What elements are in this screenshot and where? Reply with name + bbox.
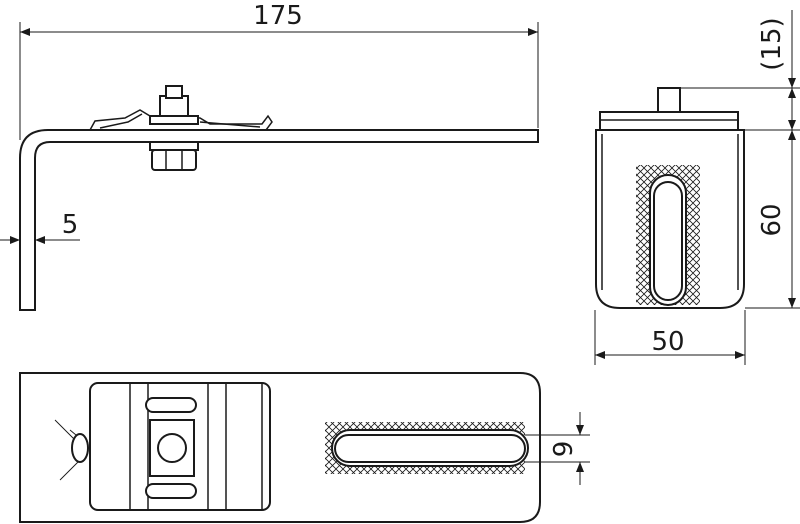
clip-spring [89, 109, 273, 131]
slot [653, 181, 683, 301]
dimension-thickness-label: 5 [62, 210, 79, 240]
dimension-stud-label: (15) [757, 17, 787, 70]
bracket-profile [19, 129, 539, 311]
stud [657, 87, 681, 113]
dimension-width-label: 50 [651, 327, 684, 357]
dimension-height-label: 60 [757, 203, 787, 236]
slot [334, 434, 526, 463]
side-view: 175 5 [0, 1, 539, 311]
bolt [157, 433, 187, 463]
nut [151, 149, 197, 171]
lower-washer [149, 141, 199, 151]
clamp-plate [599, 111, 739, 131]
washer [149, 115, 199, 125]
bolt-stud [165, 85, 183, 99]
dimension-length-label: 175 [253, 1, 303, 31]
clip-spring-detail [99, 113, 261, 129]
top-view: 9 [19, 372, 590, 523]
dimension-slot-label: 9 [549, 441, 579, 458]
front-view: (15) 60 50 [594, 10, 800, 365]
